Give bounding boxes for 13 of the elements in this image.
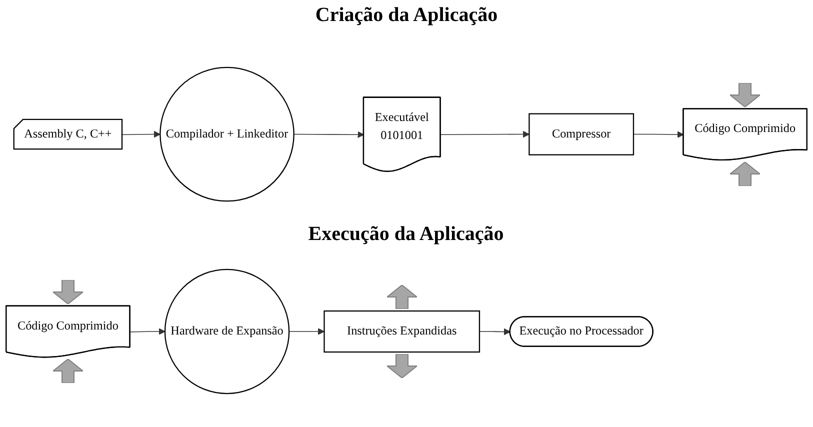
arrow <box>479 328 511 336</box>
arrow <box>293 131 364 138</box>
arrow <box>440 130 530 138</box>
arrow <box>633 131 684 138</box>
arrow <box>288 328 325 335</box>
node-box: Compressor <box>528 113 634 156</box>
node-box: Instruções Expandidas <box>324 310 480 353</box>
diagram-title: Criação da Aplicação <box>314 4 499 27</box>
node-circle: Compilador + Linkeditor <box>160 66 294 202</box>
section-heading: Execução da Aplicação <box>308 223 504 246</box>
arrow <box>122 130 160 138</box>
node-circle: Hardware de Expansão <box>164 268 290 394</box>
arrow <box>130 328 166 335</box>
